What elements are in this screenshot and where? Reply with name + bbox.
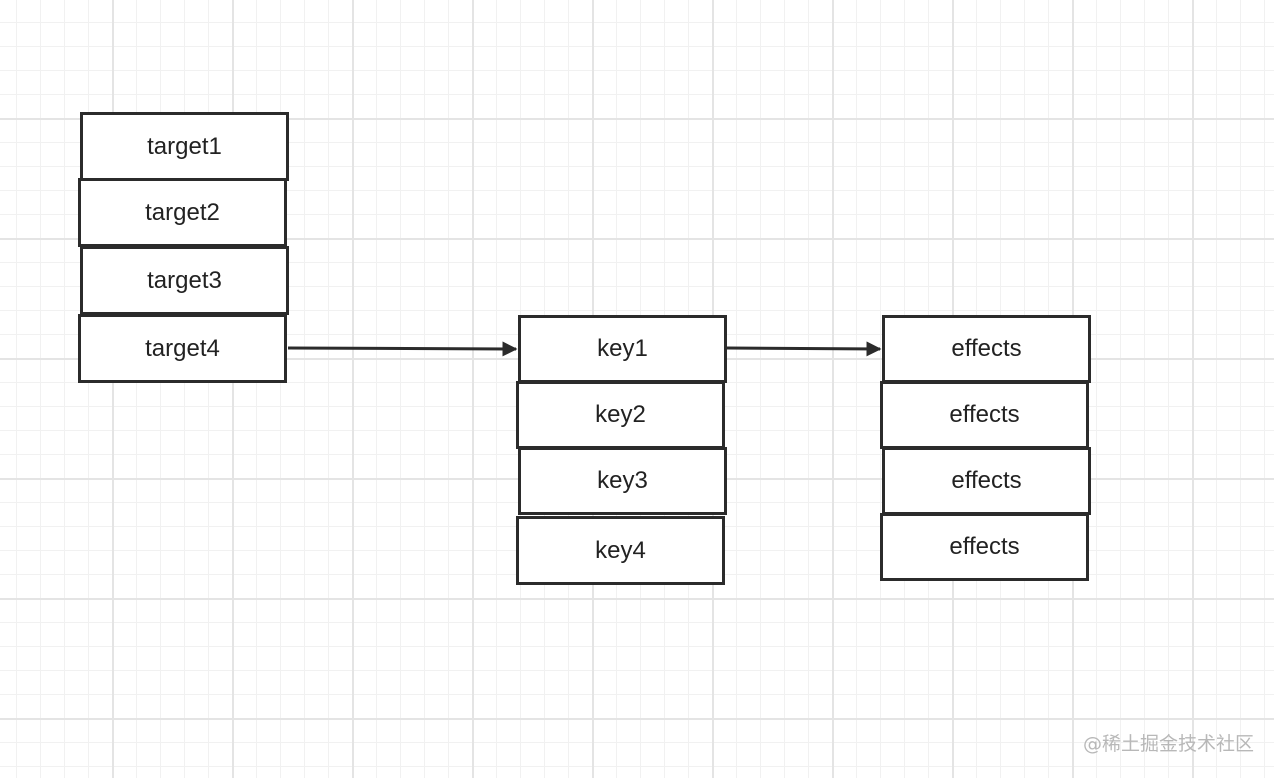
- target-cell-3: target3: [80, 246, 289, 315]
- key-cell-2: key2: [516, 381, 725, 449]
- arrow-target4-to-key1: [287, 341, 518, 357]
- key-cell-3: key3: [518, 447, 727, 515]
- effects-cell-1: effects: [882, 315, 1091, 383]
- target-cell-2: target2: [78, 178, 287, 247]
- target-cell-1: target1: [80, 112, 289, 181]
- target-cell-4: target4: [78, 314, 287, 383]
- effects-cell-4: effects: [880, 513, 1089, 581]
- key-cell-4: key4: [516, 516, 725, 585]
- watermark: @稀土掘金技术社区: [1082, 733, 1254, 755]
- key-cell-1: key1: [518, 315, 727, 383]
- arrow-key1-to-effects: [726, 341, 882, 357]
- effects-cell-2: effects: [880, 381, 1089, 449]
- effects-cell-3: effects: [882, 447, 1091, 515]
